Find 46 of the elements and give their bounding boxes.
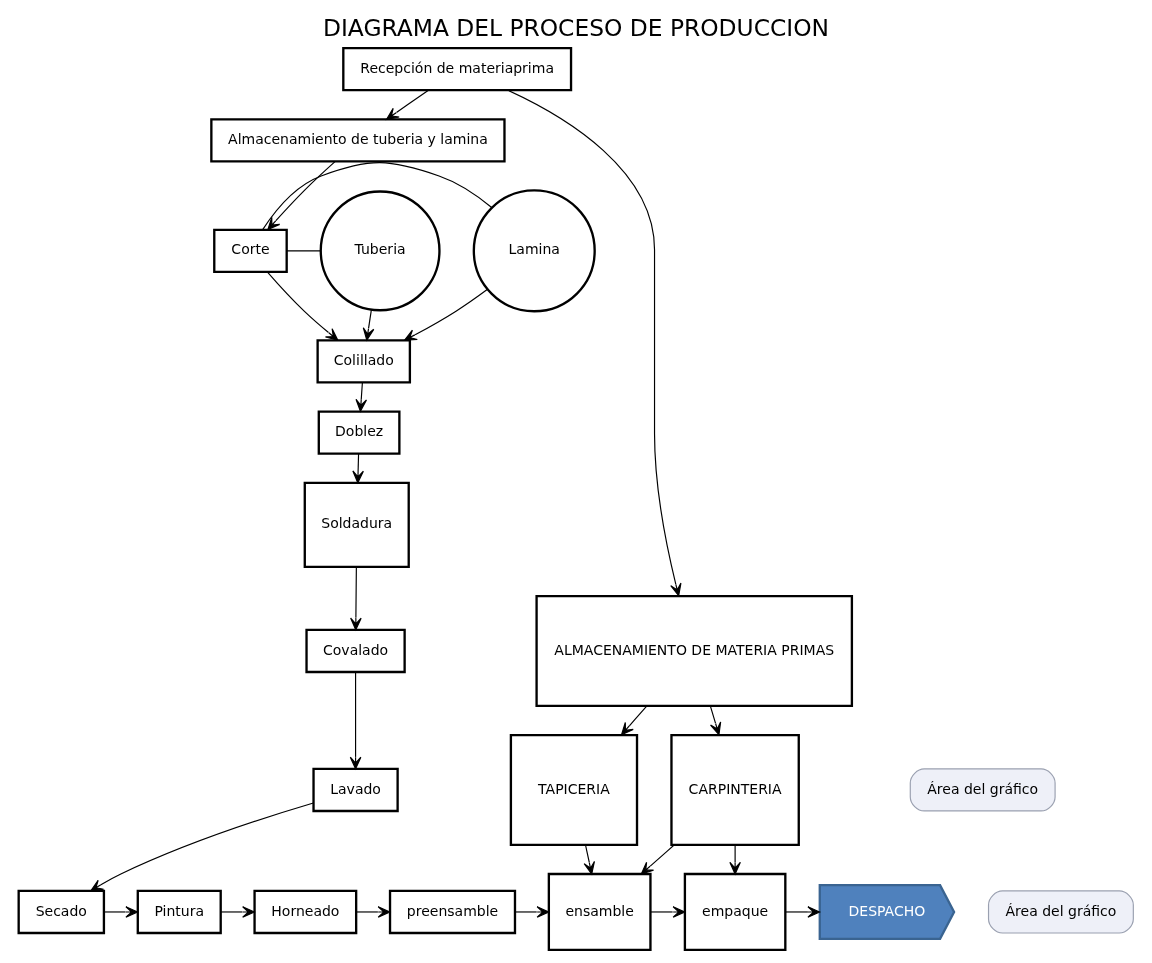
node-box: Covalado (305, 628, 406, 674)
arrow (352, 453, 364, 484)
arrow (709, 705, 722, 736)
arrow (620, 705, 648, 736)
arrow (650, 906, 686, 918)
label: Área del gráfico (927, 780, 1039, 797)
arrow (784, 906, 821, 918)
node-box: CARPINTERIA (670, 733, 800, 846)
arrow (362, 309, 375, 341)
arrow (514, 906, 550, 918)
node-box: ALMACENAMIENTO DE MATERIA PRIMAS (535, 594, 854, 708)
arrow (355, 381, 368, 412)
arrow (90, 802, 314, 892)
arrow (640, 844, 675, 875)
connector (262, 162, 493, 231)
arrow (267, 271, 339, 341)
node-box: TAPICERIA (509, 733, 639, 846)
node-box: empaque (683, 872, 787, 952)
arrow (349, 671, 362, 770)
arrow (507, 89, 682, 597)
node-box: Recepción de materiaprima (342, 46, 573, 92)
arrow (729, 844, 741, 875)
arrow (403, 288, 489, 341)
node-box: Lavado (312, 767, 399, 813)
node-box: Soldadura (303, 481, 410, 569)
node-circle: Lamina (472, 189, 596, 313)
arrow (350, 566, 362, 631)
arrow (355, 906, 391, 918)
node-box: Doblez (317, 410, 401, 455)
arrow (267, 161, 336, 231)
arrow (385, 89, 430, 120)
diagram-title: DIAGRAMA DEL PROCESO DE PRODUCCION (323, 14, 829, 43)
node-box: Secado (17, 889, 106, 935)
node-box: ensamble (547, 872, 652, 952)
label: Área del gráfico (1005, 902, 1117, 919)
node-box: Pintura (136, 889, 222, 935)
node-box: Colillado (316, 339, 412, 384)
arrow (583, 844, 596, 875)
arrow (220, 906, 255, 918)
node-box: Horneado (253, 889, 358, 935)
arrow (103, 906, 139, 918)
node-circle: Tuberia (319, 190, 441, 312)
node-box: Corte (213, 228, 288, 274)
node-box: preensamble (388, 889, 517, 935)
connector (286, 250, 321, 252)
node-box: Almacenamiento de tuberia y lamina (210, 118, 506, 163)
